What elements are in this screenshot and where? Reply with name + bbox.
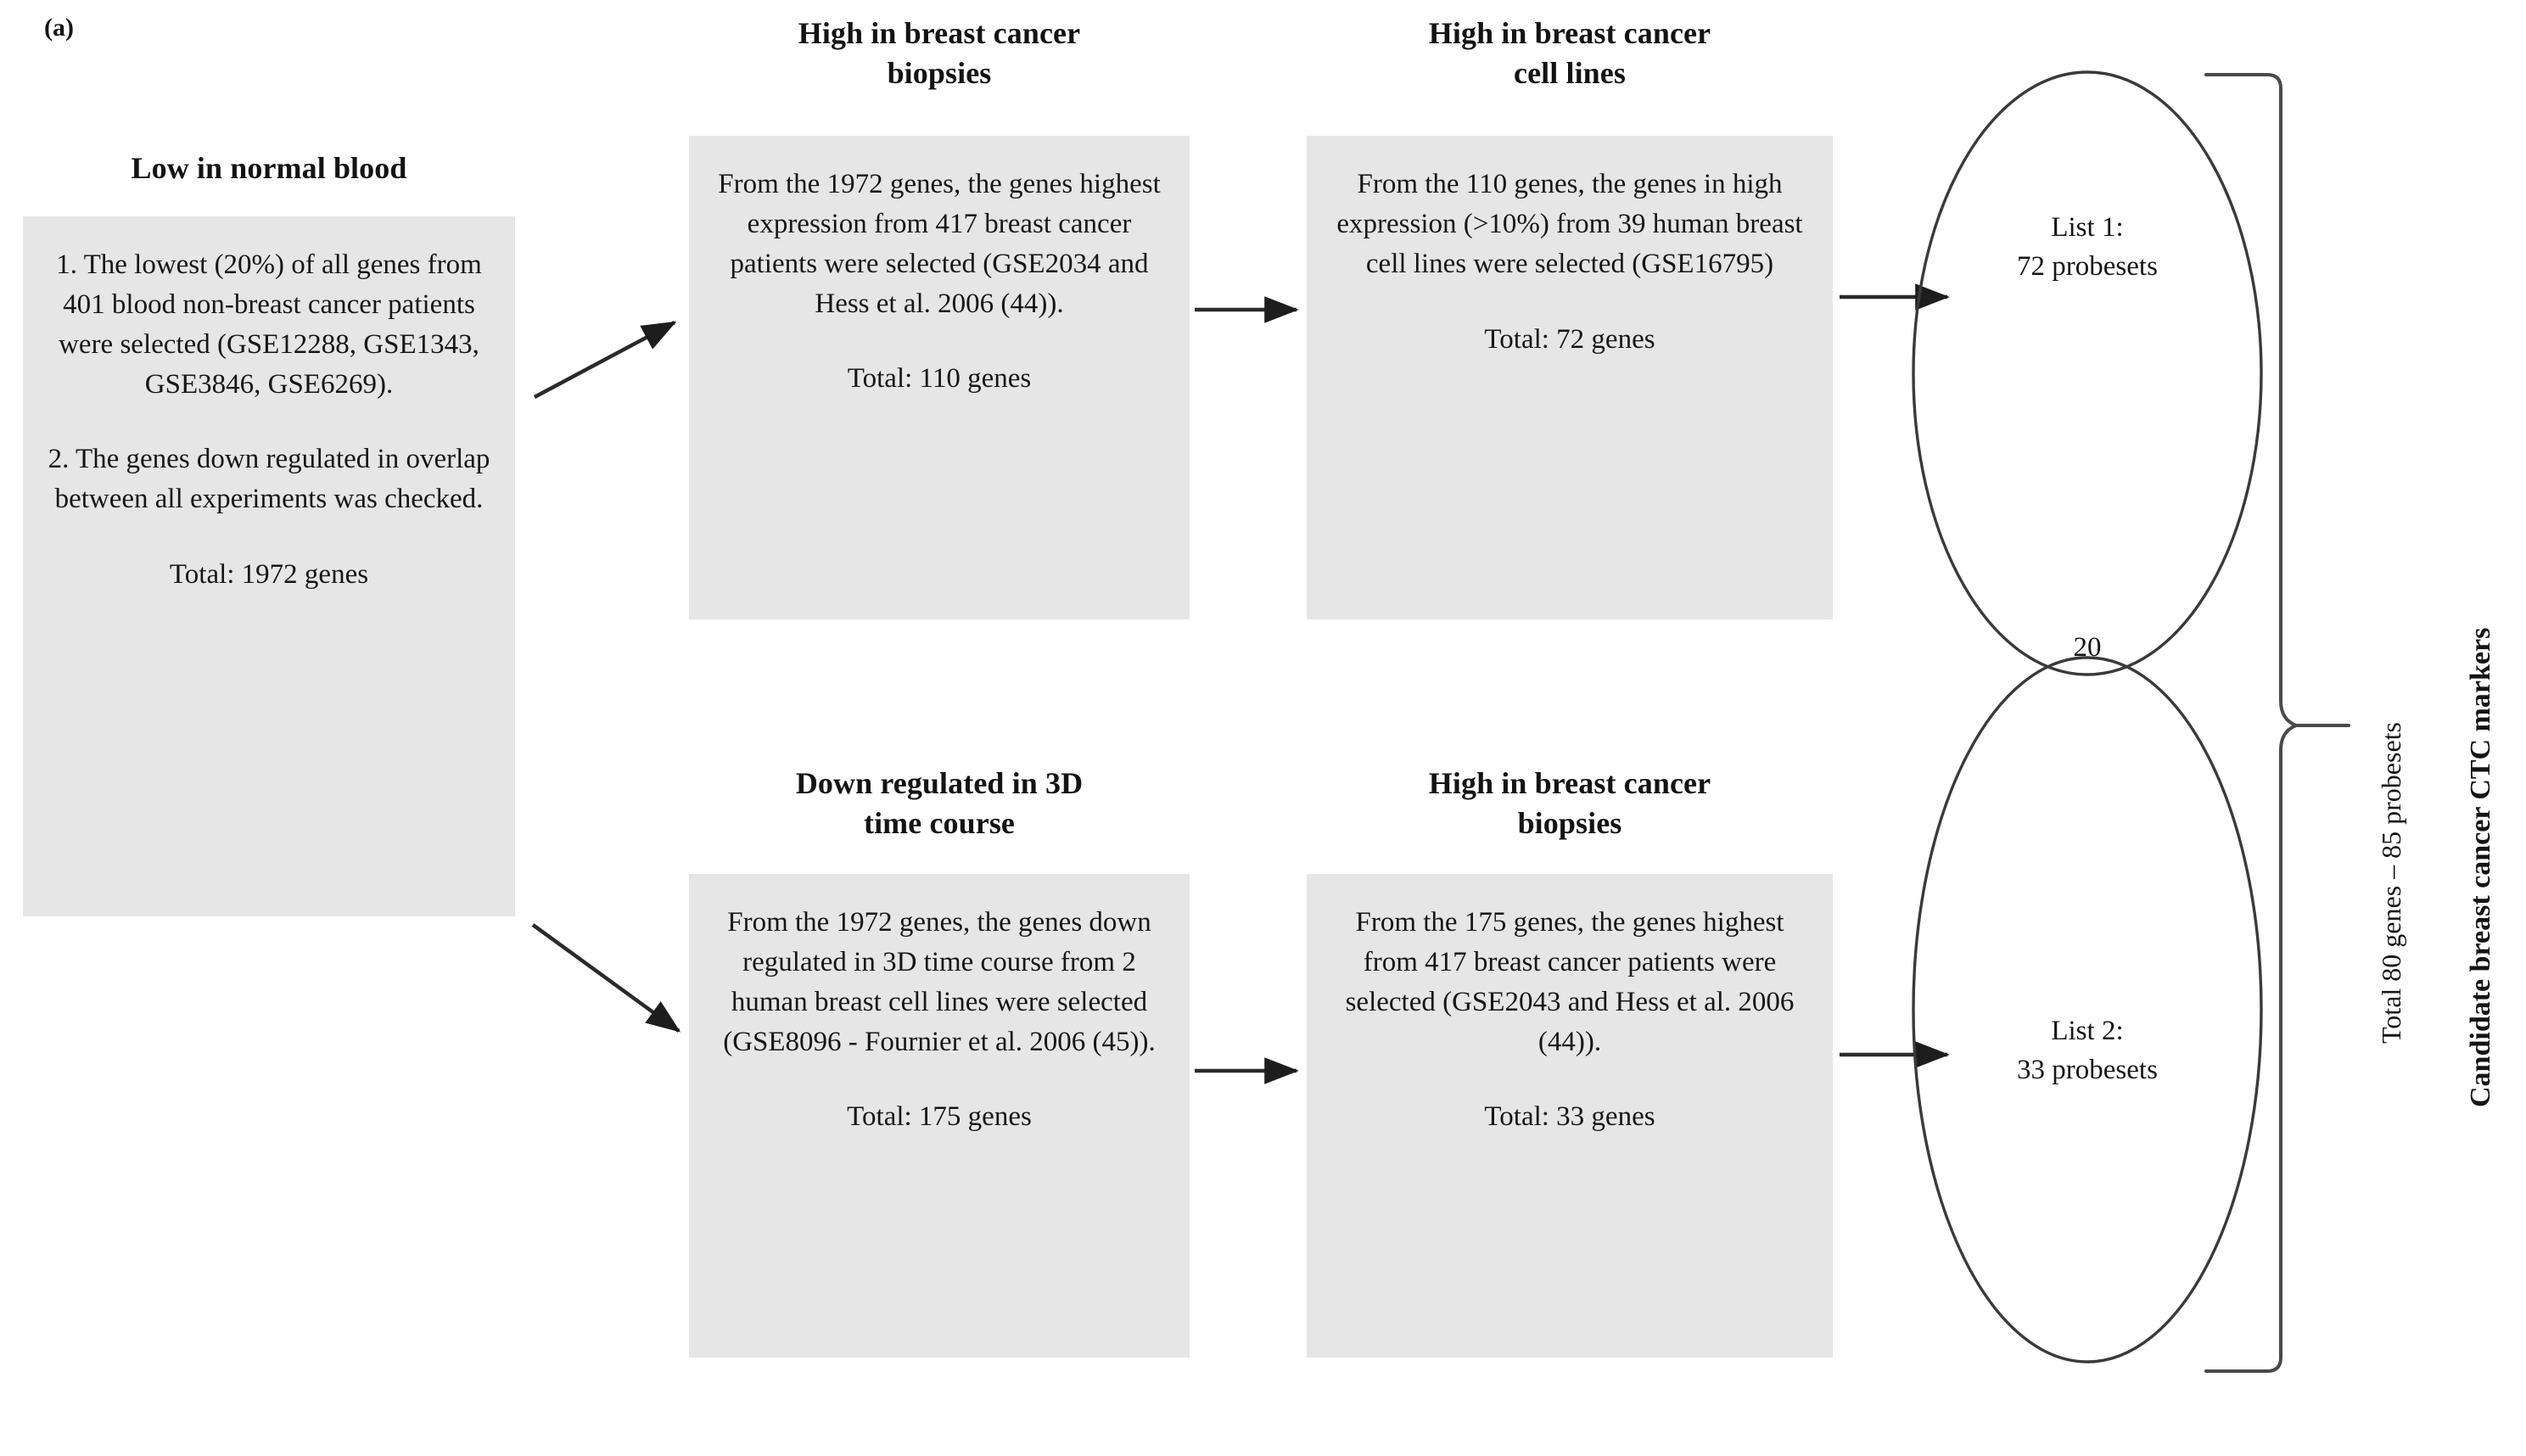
heading-line-1: Down regulated in 3D <box>795 766 1084 800</box>
heading-line-1: High in breast cancer <box>1428 766 1711 800</box>
heading-high-in-breast-cancer-biopsies-bottom: High in breast cancer biopsies <box>1307 764 1833 843</box>
heading-high-in-breast-cancer-biopsies-top: High in breast cancer biopsies <box>689 14 1190 93</box>
heading-low-in-normal-blood: Low in normal blood <box>131 151 407 185</box>
venn-list-2-line-1: List 2: <box>2051 1016 2124 1046</box>
process-box-high-in-breast-cancer-cell-lines: From the 110 genes, the genes in high ex… <box>1307 136 1833 619</box>
arrow-blood-to-biopsies-top <box>533 321 677 399</box>
venn-list-2-line-2: 33 probesets <box>2017 1055 2158 1086</box>
panel-label: (a) <box>44 14 74 42</box>
arrow-blood-to-time-course <box>531 923 681 1033</box>
process-box-body: From the 1972 genes, the genes down regu… <box>723 907 1156 1057</box>
heading-high-in-breast-cancer-cell-lines: High in breast cancer cell lines <box>1307 14 1833 93</box>
process-box-total: Total: 175 genes <box>847 1101 1032 1133</box>
process-box-body: From the 110 genes, the genes in high ex… <box>1336 169 1803 279</box>
heading-line-2: cell lines <box>1514 55 1626 90</box>
process-box-total: Total: 72 genes <box>1484 323 1655 355</box>
process-box-body: From the 175 genes, the genes highest fr… <box>1345 907 1795 1057</box>
side-caption-candidate-markers: Candidate breast cancer CTC markers <box>2465 627 2496 1107</box>
process-box-body: From the 1972 genes, the genes highest e… <box>718 169 1161 319</box>
venn-label-list-2: List 2: 33 probesets <box>1952 1011 2223 1089</box>
grouping-bracket <box>2204 73 2350 1373</box>
heading-line-2: time course <box>863 805 1016 840</box>
process-box-total: Total: 110 genes <box>847 363 1032 395</box>
ellipse-list-2 <box>1912 656 2263 1364</box>
process-box-body-step-1: 1. The lowest (20%) of all genes from 40… <box>56 249 482 400</box>
process-box-total: Total: 33 genes <box>1484 1101 1655 1133</box>
process-box-low-in-normal-blood: 1. The lowest (20%) of all genes from 40… <box>23 216 515 916</box>
process-box-total: Total: 1972 genes <box>169 559 369 591</box>
process-box-high-in-breast-cancer-biopsies-top: From the 1972 genes, the genes highest e… <box>689 136 1190 619</box>
venn-overlap-count: 20 <box>2073 632 2102 663</box>
side-caption-total-probesets: Total 80 genes – 85 probesets <box>2376 721 2406 1044</box>
heading-line-2: biopsies <box>887 55 992 90</box>
heading-down-regulated-in-3d-time-course: Down regulated in 3D time course <box>689 764 1190 843</box>
venn-label-list-1: List 1: 72 probesets <box>1952 208 2223 286</box>
venn-list-1-line-1: List 1: <box>2051 212 2124 243</box>
venn-list-1-line-2: 72 probesets <box>2017 251 2158 283</box>
process-box-high-in-breast-cancer-biopsies-bottom: From the 175 genes, the genes highest fr… <box>1307 874 1833 1358</box>
ellipse-list-1 <box>1912 70 2263 676</box>
heading-line-2: biopsies <box>1517 805 1622 840</box>
heading-line-1: High in breast cancer <box>798 16 1081 50</box>
heading-line-1: High in breast cancer <box>1428 16 1711 50</box>
process-box-down-regulated-in-3d-time-course: From the 1972 genes, the genes down regu… <box>689 874 1190 1358</box>
process-box-body-step-2: 2. The genes down regulated in overlap b… <box>48 444 490 515</box>
